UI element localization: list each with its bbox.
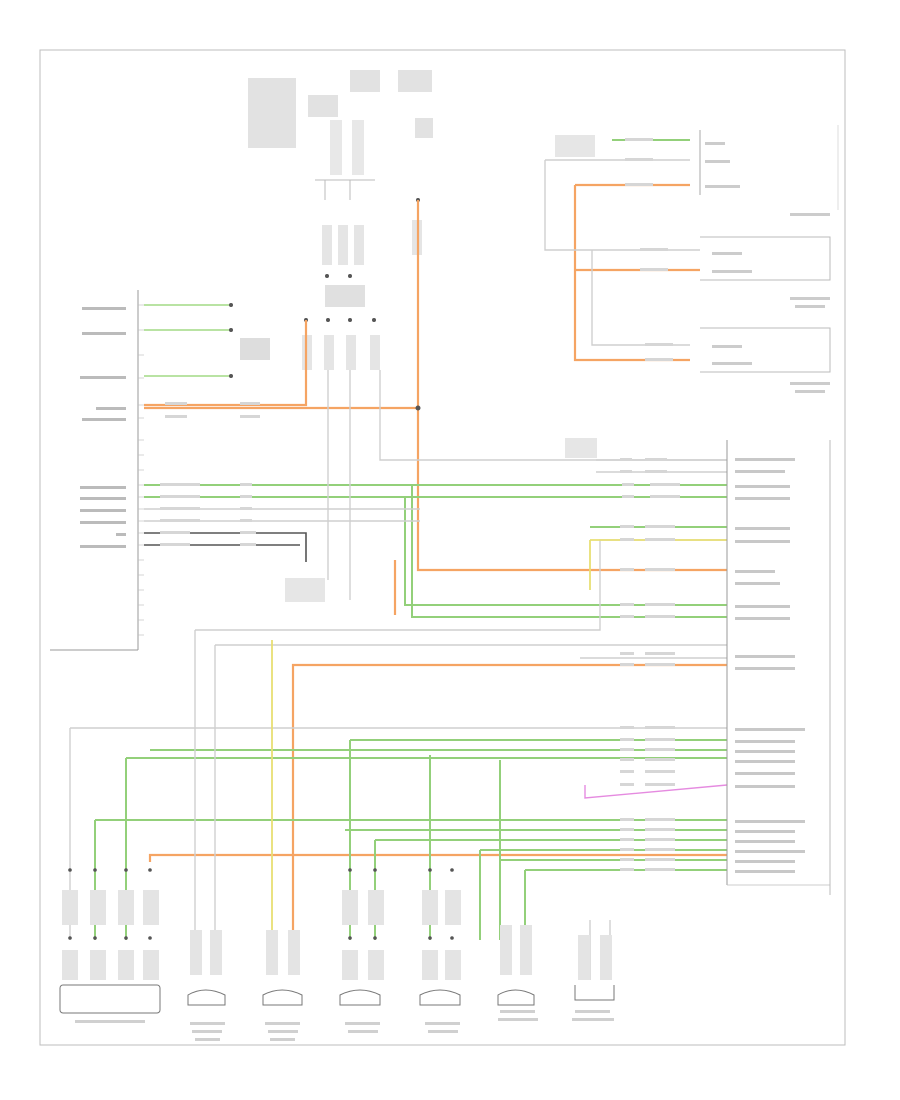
diagram-frame [39, 49, 846, 1046]
wire-code-blocks [160, 138, 680, 871]
pink-wires [584, 784, 728, 799]
bottom-speakers [59, 868, 615, 1041]
dark-wires [144, 532, 307, 562]
top-center-connectors [248, 70, 433, 370]
right-module [726, 440, 831, 895]
splice-point [415, 405, 421, 411]
left-short-wires [144, 303, 270, 378]
left-module-pin-labels [80, 307, 126, 548]
top-right-modules [285, 125, 839, 602]
orange-wires [144, 183, 727, 940]
left-module [50, 290, 144, 651]
left-module-pin-ticks [138, 304, 144, 636]
